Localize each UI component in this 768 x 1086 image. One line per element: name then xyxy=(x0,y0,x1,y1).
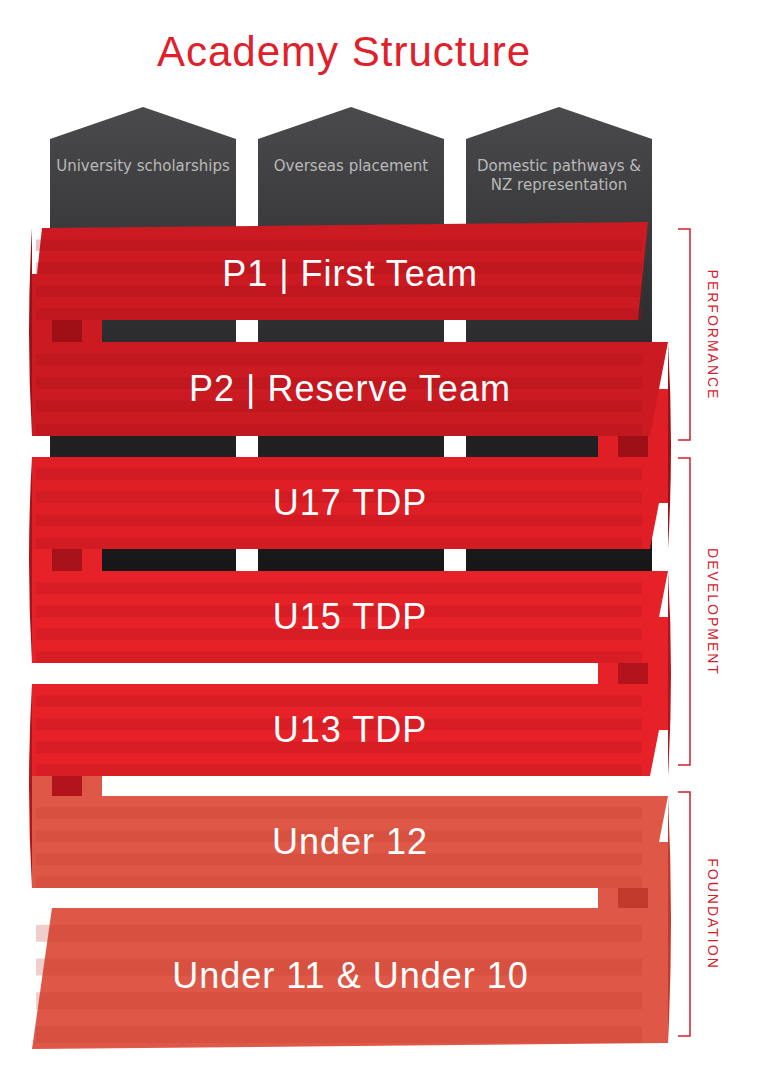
band-label: U15 TDP xyxy=(273,596,427,638)
ribbon-band xyxy=(32,457,668,549)
ribbon-stripe xyxy=(36,583,642,595)
section-label: DEVELOPMENT xyxy=(705,548,721,676)
ribbon-band xyxy=(32,684,668,776)
section-label: FOUNDATION xyxy=(705,858,721,970)
ribbon-stripe xyxy=(36,696,642,708)
performance-bracket xyxy=(678,229,690,440)
ribbon-stripe xyxy=(36,424,642,436)
ribbon-fold-shade xyxy=(618,884,648,912)
band-label: P1 | First Team xyxy=(222,253,478,295)
ribbon-stripe xyxy=(36,877,642,889)
ribbon-stripe xyxy=(36,240,642,252)
ribbon-stripe xyxy=(36,1026,642,1043)
ribbon-band xyxy=(32,796,668,888)
band-label: P2 | Reserve Team xyxy=(189,368,511,410)
ribbon-band xyxy=(32,222,648,320)
pillar-label: University scholarships xyxy=(50,107,236,176)
ribbon-band-node: U13 TDP xyxy=(200,684,500,776)
ribbon-fold-shade xyxy=(52,545,82,575)
ribbon-stripe xyxy=(36,925,642,942)
ribbon-band xyxy=(32,342,668,436)
ribbon-fold-edge xyxy=(668,796,671,1043)
ribbon-stripe xyxy=(36,538,642,550)
ribbon-band-node: Under 12 xyxy=(200,796,500,888)
diagram-title: Academy Structure xyxy=(157,28,531,76)
band-label: U13 TDP xyxy=(273,709,427,751)
ribbon-fold-edge xyxy=(29,684,32,888)
ribbon-stripe xyxy=(36,309,642,321)
pillar-label: Overseas placement xyxy=(258,107,444,176)
ribbon-band-node: U15 TDP xyxy=(200,571,500,663)
band-label: U17 TDP xyxy=(273,482,427,524)
pillar-label: Domestic pathways & NZ representation xyxy=(466,107,652,195)
ribbon-fold-shade xyxy=(52,772,82,800)
ribbon-fold-edge xyxy=(29,228,32,436)
ribbon-stripe xyxy=(36,652,642,664)
foundation-bracket xyxy=(678,792,690,1036)
ribbon-stripe xyxy=(36,808,642,820)
ribbon-stripe xyxy=(36,469,642,481)
ribbon-band-node: U17 TDP xyxy=(200,457,500,549)
ribbon-fold-shade xyxy=(618,659,648,688)
ribbon-band-node: Under 11 & Under 10 xyxy=(157,908,544,1043)
ribbon-fold-shade xyxy=(618,432,648,461)
ribbon-fold-shade xyxy=(52,316,82,346)
band-label: Under 11 & Under 10 xyxy=(172,955,529,997)
section-label: PERFORMANCE xyxy=(705,270,721,401)
ribbon-fold-edge xyxy=(29,457,32,663)
ribbon-band-node: P2 | Reserve Team xyxy=(174,342,526,436)
ribbon-fold-edge xyxy=(668,342,671,549)
ribbon-band xyxy=(32,571,668,663)
band-label: Under 12 xyxy=(272,821,428,863)
ribbon-stripe xyxy=(36,765,642,777)
ribbon-fold-edge xyxy=(668,571,671,776)
ribbon-stripe xyxy=(36,354,642,366)
development-bracket xyxy=(678,458,690,765)
ribbon-band xyxy=(32,908,668,1049)
ribbon-band-node: P1 | First Team xyxy=(200,228,500,320)
